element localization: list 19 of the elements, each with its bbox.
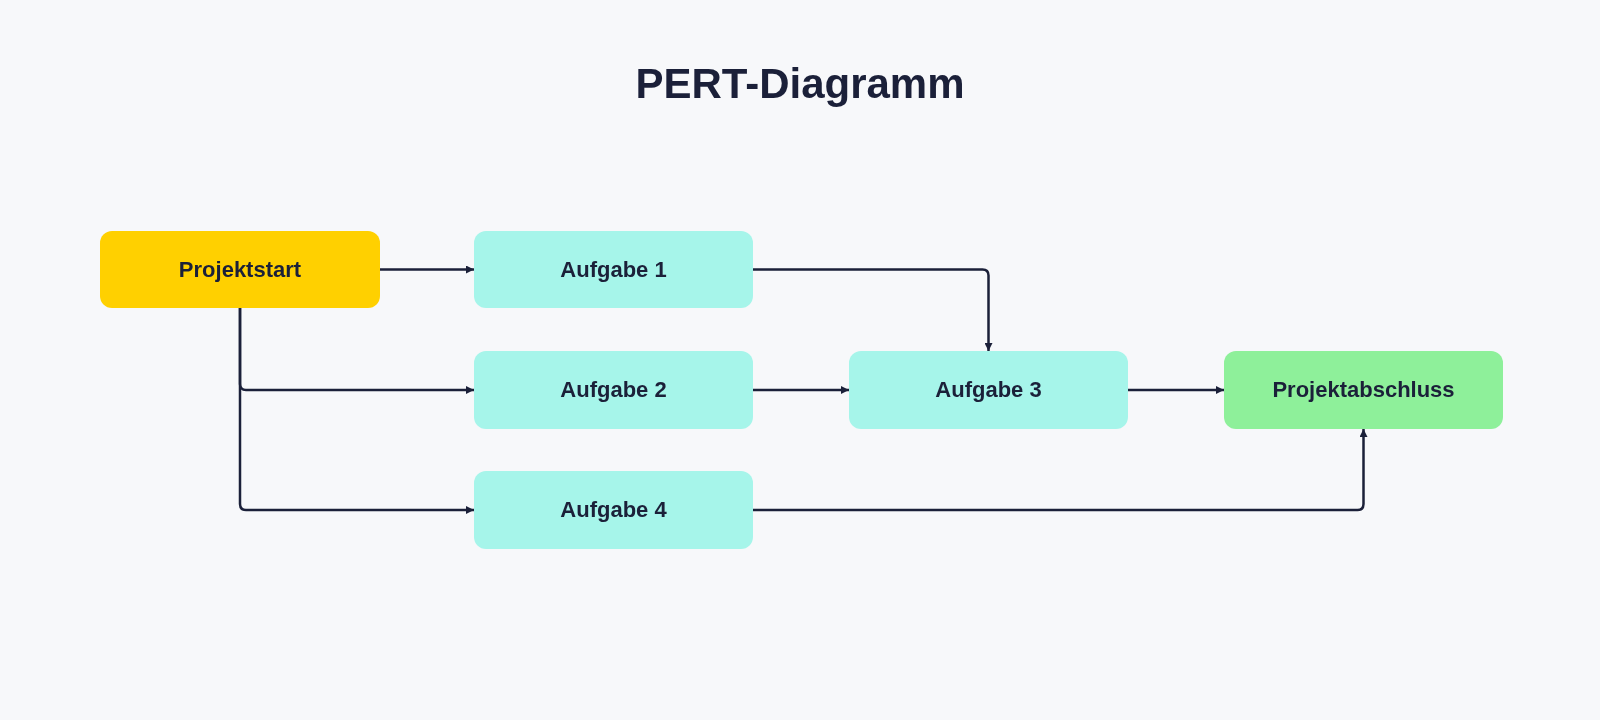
- arrow: [753, 268, 993, 351]
- task-box: [849, 351, 1128, 429]
- task-box: [474, 351, 753, 429]
- arrow: [753, 386, 849, 394]
- arrow: [753, 429, 1368, 512]
- end-box: [1224, 351, 1503, 429]
- node-label: Aufgabe 3: [935, 377, 1042, 403]
- node-label: Aufgabe 4: [560, 497, 667, 523]
- diagram-title: PERT-Diagramm: [634, 60, 966, 108]
- task-box: [474, 231, 753, 308]
- node-label: Aufgabe 1: [560, 256, 667, 283]
- arrow: [1128, 386, 1224, 394]
- start-box: [100, 231, 380, 308]
- node-label: Projektabschluss: [1272, 377, 1455, 403]
- arrow: [238, 308, 474, 514]
- node-label: Projektstart: [178, 256, 302, 283]
- arrow: [380, 265, 474, 274]
- task-box: [474, 471, 753, 549]
- node-label: Aufgabe 2: [560, 377, 667, 403]
